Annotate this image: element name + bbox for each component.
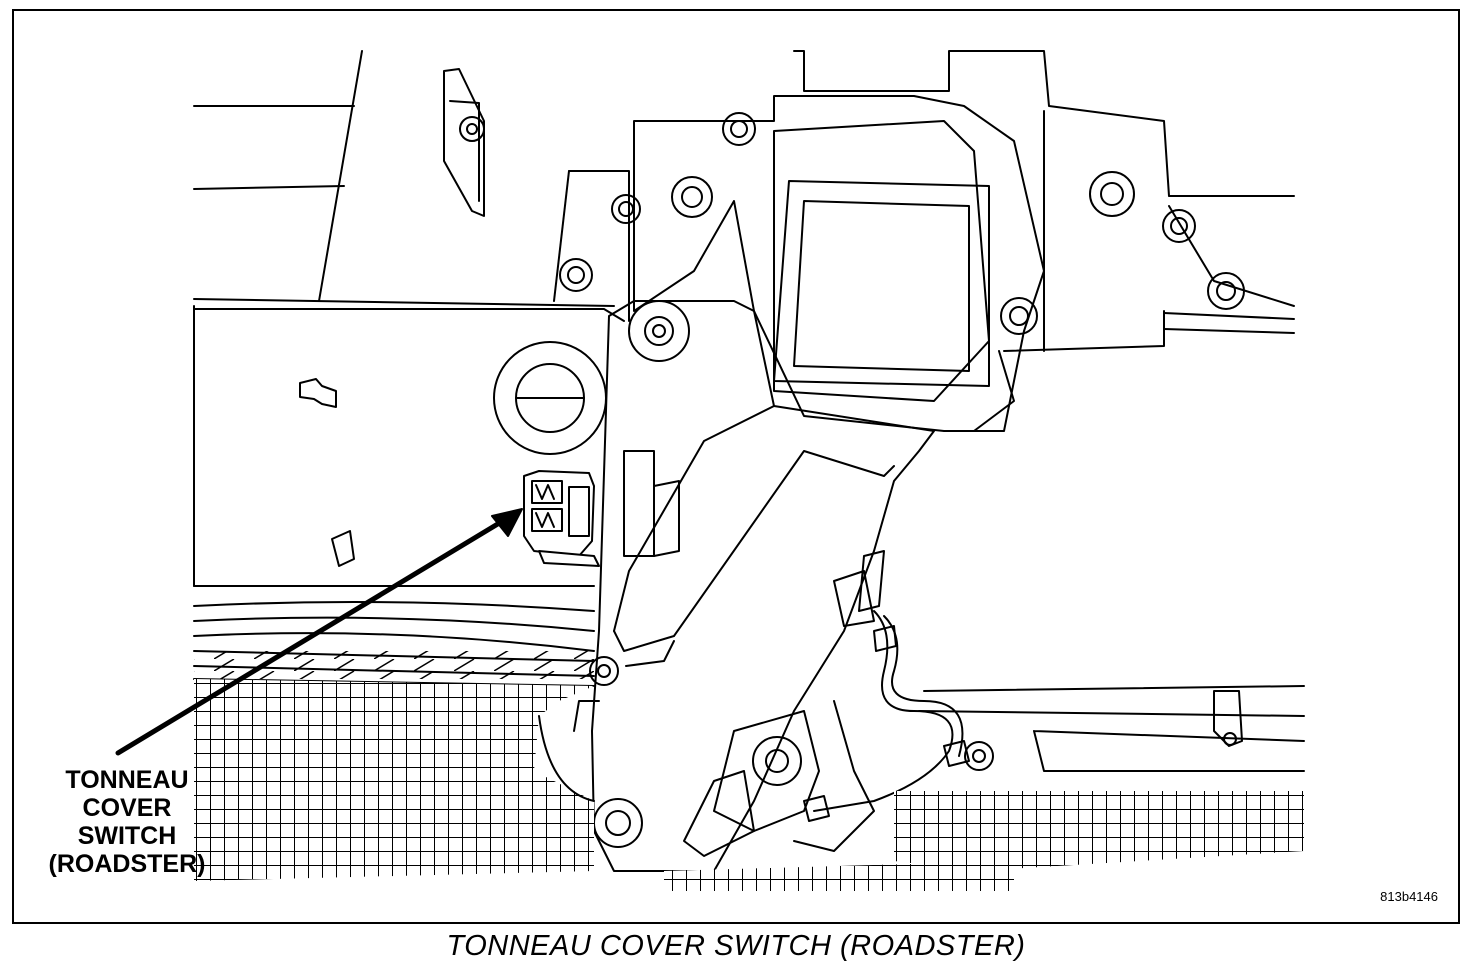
upper-housing [628,95,1045,432]
arrow-pointer-icon [115,508,523,756]
harness-cable [803,550,1305,822]
callout-line-3: SWITCH [77,822,177,850]
diagram-frame: TONNEAU COVER SWITCH (ROADSTER) 813b4146 [12,9,1460,924]
callout-line-4: (ROADSTER) [48,850,206,878]
crossmember [553,50,1295,352]
lower-bracket [683,700,875,857]
striped-wire-loom [194,651,594,679]
callout-line-2: COVER [82,794,172,822]
tonneau-switch-illustration [115,50,1305,891]
floor-carpet [194,679,1304,891]
top-left-bracket [443,68,485,217]
studs [299,378,355,567]
figure-caption: TONNEAU COVER SWITCH (ROADSTER) [446,930,1026,962]
round-plug [493,341,607,455]
background-panels [193,50,625,587]
figure-id: 813b4146 [1380,889,1438,904]
tonneau-cover-switch [523,470,600,567]
callout-line-1: TONNEAU [65,766,189,794]
main-arm [589,300,935,872]
callout-label: TONNEAU COVER SWITCH (ROADSTER) [32,766,222,878]
